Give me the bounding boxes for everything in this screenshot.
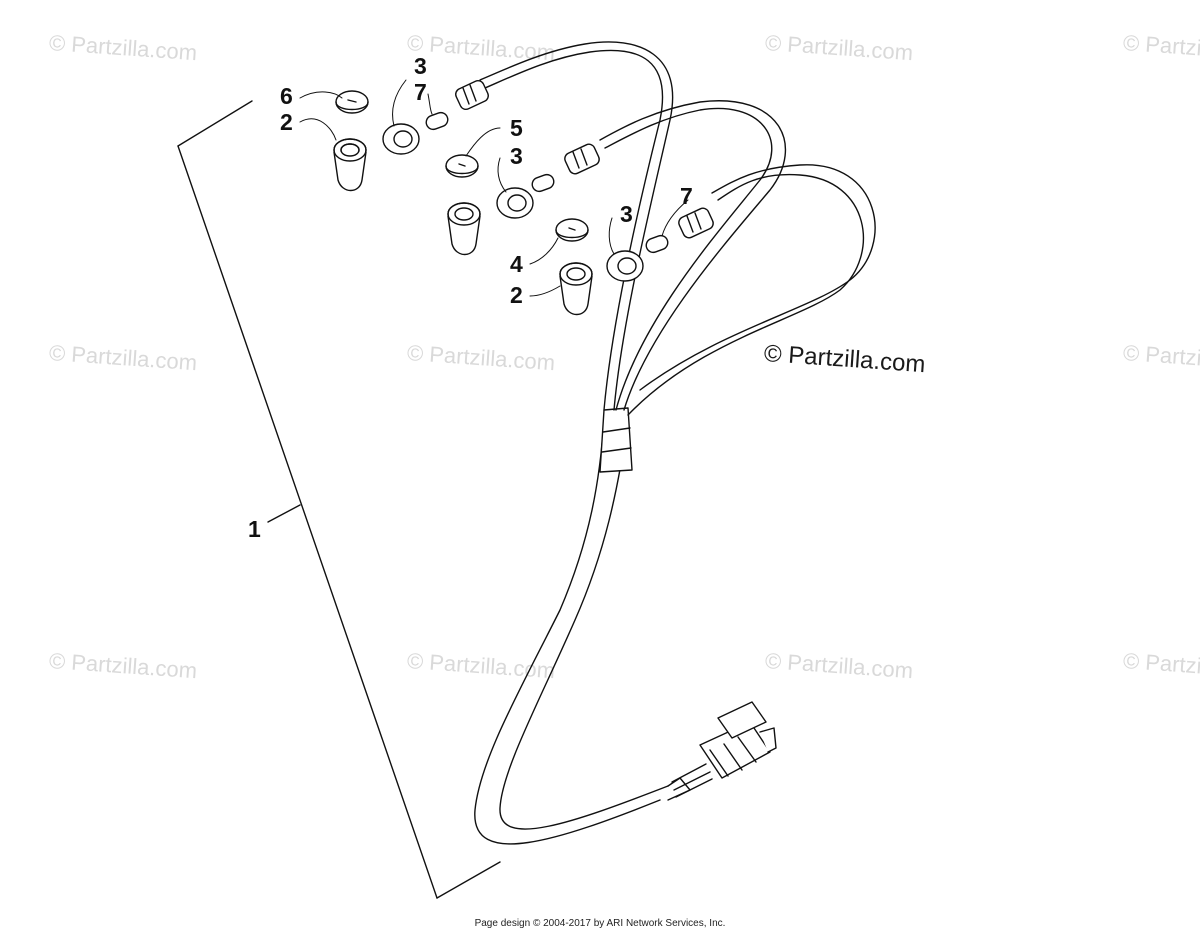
lens-cap — [445, 154, 479, 178]
main-connector — [667, 701, 777, 801]
callout-2: 2 — [510, 282, 523, 308]
callout-1: 1 — [248, 516, 261, 542]
callout-2: 2 — [280, 109, 293, 135]
socket-connector — [678, 207, 714, 239]
bulb — [531, 173, 555, 193]
callout-7: 7 — [680, 183, 693, 209]
page-footer: Page design © 2004-2017 by ARI Network S… — [474, 918, 726, 929]
callout-7: 7 — [414, 79, 427, 105]
bulb — [425, 111, 449, 131]
lens-cap — [555, 218, 589, 242]
leader-lines — [299, 79, 689, 297]
grommet — [606, 250, 644, 282]
callout-4: 4 — [510, 251, 523, 277]
callout-6: 6 — [280, 83, 293, 109]
grommet — [496, 187, 534, 219]
lamp-housing — [559, 262, 593, 316]
assembly-bracket — [177, 100, 501, 899]
bulb — [645, 234, 669, 254]
callout-3: 3 — [620, 201, 633, 227]
callout-5: 5 — [510, 115, 523, 141]
grommet — [382, 123, 420, 155]
callout-3: 3 — [510, 143, 523, 169]
lamp-housing — [333, 138, 367, 192]
lamp-housing — [447, 202, 481, 256]
lens-cap — [335, 90, 369, 114]
socket-connector — [455, 79, 489, 111]
socket-connector — [564, 143, 600, 175]
harness-cable — [474, 41, 876, 845]
callout-3: 3 — [414, 53, 427, 79]
